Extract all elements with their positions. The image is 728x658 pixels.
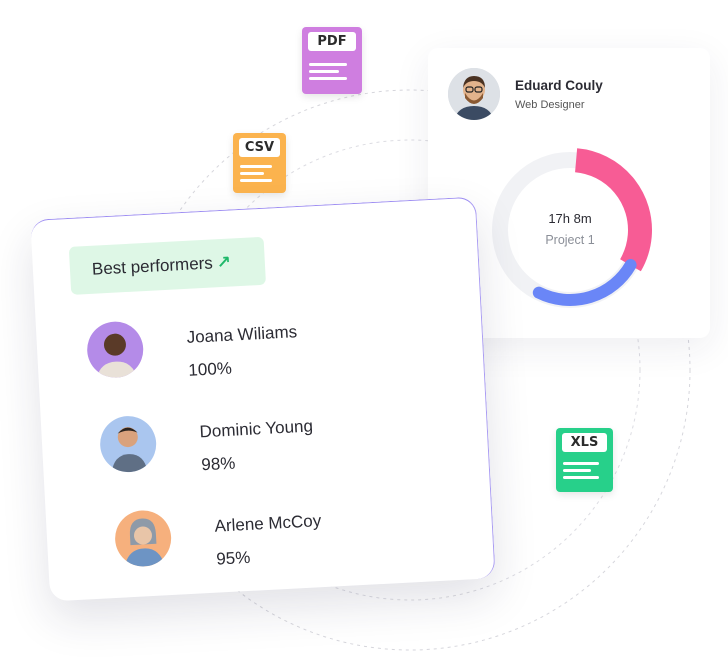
performer-percent: 100% [187,358,233,380]
xls-file-icon: XLS [556,428,613,492]
donut-time-value: 17h 8m [548,211,592,226]
xls-file-label: XLS [562,433,607,452]
trend-up-icon: ↗ [216,252,232,273]
pdf-file-icon: PDF [302,27,362,94]
performer-row: Joana Wiliams 100% [85,304,449,383]
best-performers-card: Best performers↗ Joana Wiliams 100% Domi… [30,196,496,602]
performer-avatar-icon [111,427,148,474]
pdf-file-label: PDF [308,32,356,51]
avatar [98,414,158,474]
performer-row: Arlene McCoy 95% [113,493,477,572]
performer-name: Joana Wiliams [186,322,298,347]
avatar [448,68,500,120]
avatar [85,320,145,380]
best-performers-badge: Best performers↗ [68,236,267,295]
best-performers-title: Best performers [91,253,214,279]
donut-project-label: Project 1 [545,233,595,247]
user-role: Web Designer [515,99,585,111]
performer-row: Dominic Young 98% [98,399,462,478]
performer-percent: 95% [215,547,251,569]
time-donut-chart [488,148,652,312]
performer-avatar-icon [124,518,165,568]
csv-file-icon: CSV [233,133,286,193]
performer-percent: 98% [200,453,236,475]
donut-segment-blue [494,154,646,306]
performer-name: Dominic Young [199,416,314,442]
performer-name: Arlene McCoy [214,511,322,536]
avatar [113,509,173,568]
user-name: Eduard Couly [515,78,603,93]
user-avatar-icon [448,68,500,120]
csv-file-label: CSV [239,138,280,157]
performer-avatar-icon [96,333,137,379]
